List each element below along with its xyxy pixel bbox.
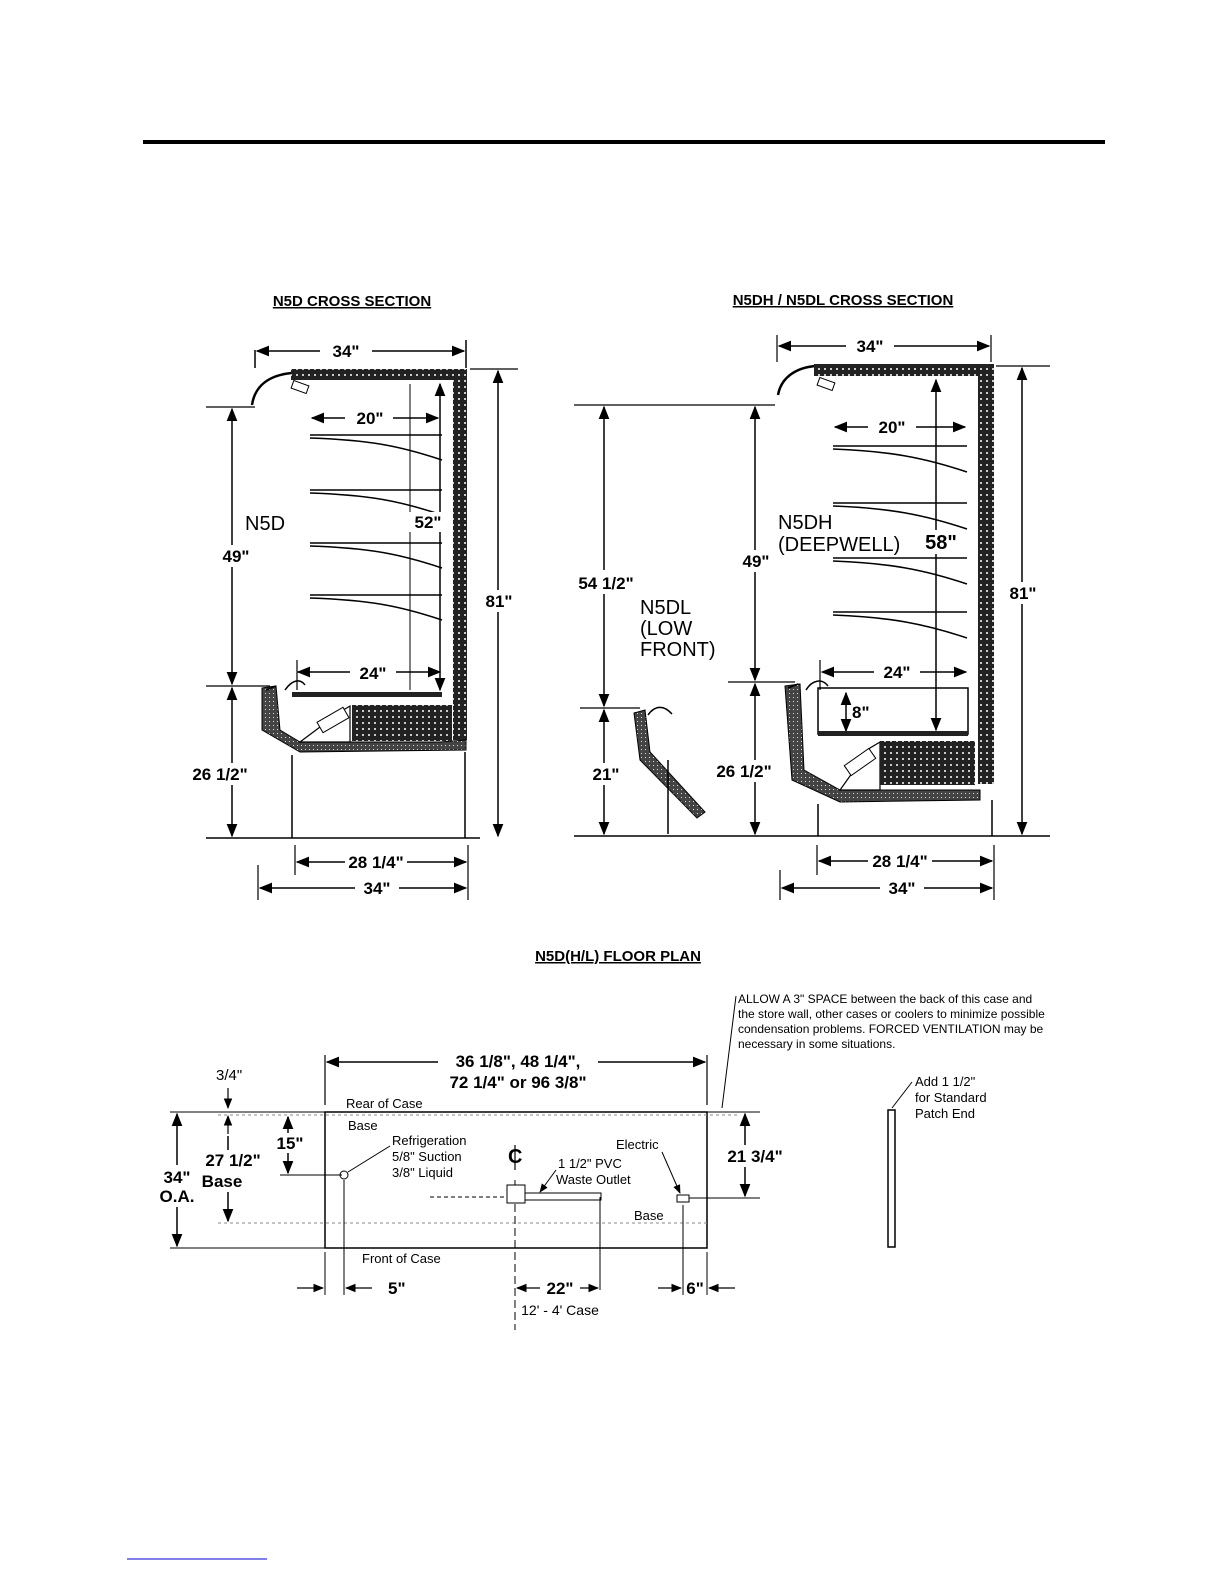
refrigeration-depth-label: 15" bbox=[277, 1134, 304, 1153]
n5d-height-above-base-label: 49" bbox=[223, 547, 250, 566]
waste-offset-note: 12' - 4' Case bbox=[521, 1302, 599, 1318]
pvc-label-1: 1 1/2" PVC bbox=[558, 1156, 622, 1171]
ventilation-note-line-1: ALLOW A 3" SPACE between the back of thi… bbox=[738, 992, 1032, 1006]
n5d-bottom-width-label: 34" bbox=[364, 879, 391, 898]
n5dh-lowfront-label-3: FRONT) bbox=[640, 639, 716, 661]
ventilation-note-line-3: condensation problems. FORCED VENTILATIO… bbox=[738, 1022, 1044, 1036]
ventilation-note-line-2: the store wall, other cases or coolers t… bbox=[738, 1007, 1045, 1021]
n5dh-lowfront-label-2: (LOW bbox=[640, 618, 692, 640]
n5dh-overall-height-label: 81" bbox=[1010, 584, 1037, 603]
rear-of-case-label: Rear of Case bbox=[346, 1096, 423, 1111]
electric-label: Electric bbox=[616, 1137, 659, 1152]
n5dh-shelf-depth-label: 20" bbox=[879, 418, 906, 437]
base-depth-label-1: 27 1/2" bbox=[205, 1151, 260, 1170]
n5dh-cross-section: N5DH / N5DL CROSS SECTION 34" 20" 58" N5… bbox=[574, 292, 1050, 900]
front-of-case-label: Front of Case bbox=[362, 1251, 441, 1266]
refrigeration-label-1: Refrigeration bbox=[392, 1133, 466, 1148]
note-leader bbox=[721, 995, 737, 1109]
ventilation-note-line-4: necessary in some situations. bbox=[738, 1037, 895, 1051]
n5dh-shelves bbox=[832, 445, 968, 639]
refrigeration-label-2: 5/8" Suction bbox=[392, 1149, 462, 1164]
case-length-label-1: 36 1/8", 48 1/4", bbox=[456, 1052, 581, 1071]
overall-depth-label-1: 34" bbox=[164, 1168, 191, 1187]
n5d-top-width-label: 34" bbox=[333, 342, 360, 361]
floor-plan-title: N5D(H/L) FLOOR PLAN bbox=[535, 948, 701, 965]
n5d-overall-height-label: 81" bbox=[486, 592, 513, 611]
rear-offset-label: 3/4" bbox=[216, 1067, 242, 1084]
n5dh-coil bbox=[880, 741, 975, 785]
n5d-title: N5D CROSS SECTION bbox=[273, 293, 431, 310]
floor-plan: N5D(H/L) FLOOR PLAN ALLOW A 3" SPACE bet… bbox=[158, 948, 1045, 1330]
n5dh-bottom-width-label: 34" bbox=[889, 879, 916, 898]
n5dh-well-depth-label: 24" bbox=[884, 663, 911, 682]
n5dh-lowfront-base-label: 21" bbox=[593, 765, 620, 784]
pvc-label-2: Waste Outlet bbox=[556, 1172, 631, 1187]
n5dh-back-wall bbox=[978, 364, 994, 784]
n5dh-canopy bbox=[814, 364, 994, 376]
refrigeration-offset-label: 5" bbox=[388, 1279, 406, 1298]
n5d-model-label: N5D bbox=[245, 513, 285, 535]
case-outline bbox=[324, 1111, 708, 1249]
n5d-front-bumper bbox=[261, 685, 467, 753]
n5d-canopy bbox=[291, 369, 466, 380]
refrigeration-label-3: 3/8" Liquid bbox=[392, 1165, 453, 1180]
n5dh-inner-height-label: 58" bbox=[925, 532, 957, 554]
n5dh-lowfront-label-1: N5DL bbox=[640, 597, 691, 619]
n5d-shelf-depth-label: 20" bbox=[357, 409, 384, 428]
n5d-cross-section: N5D CROSS SECTION 34" 20" 52" N5D bbox=[190, 293, 520, 900]
n5dh-well-drop-label: 8" bbox=[852, 703, 870, 722]
n5d-shelves bbox=[309, 434, 443, 621]
n5d-well-depth-label: 24" bbox=[360, 664, 387, 683]
base-label-top: Base bbox=[348, 1118, 378, 1133]
n5dh-top-width-label: 34" bbox=[857, 337, 884, 356]
n5dh-deepwell-label-2: (DEEPWELL) bbox=[778, 534, 900, 556]
n5dh-lowfront-height-label: 54 1/2" bbox=[578, 574, 633, 593]
case-length-label-2: 72 1/4" or 96 3/8" bbox=[449, 1073, 586, 1092]
n5dh-canopy-hood bbox=[776, 364, 816, 396]
n5d-canopy-hood bbox=[250, 371, 293, 406]
n5d-inner-height-label: 52" bbox=[415, 513, 442, 532]
n5d-coil bbox=[352, 705, 452, 741]
n5d-back-wall bbox=[453, 369, 467, 740]
header-rule bbox=[143, 140, 1105, 144]
n5dh-base-height-label: 26 1/2" bbox=[716, 762, 771, 781]
overall-depth-label-2: O.A. bbox=[160, 1187, 195, 1206]
n5dh-title: N5DH / N5DL CROSS SECTION bbox=[733, 292, 954, 309]
n5dl-low-front bbox=[633, 709, 706, 819]
patch-end bbox=[887, 1109, 896, 1248]
base-depth-label-2: Base bbox=[202, 1172, 243, 1191]
electric-offset-label: 6" bbox=[686, 1279, 704, 1298]
n5dh-height-above-base-label: 49" bbox=[743, 552, 770, 571]
n5dh-front-bumper bbox=[784, 683, 981, 803]
patch-end-label-1: Add 1 1/2" bbox=[915, 1074, 976, 1089]
waste-outlet bbox=[506, 1184, 526, 1204]
n5d-deck-pan bbox=[292, 692, 442, 697]
n5dh-deepwell-label-1: N5DH bbox=[778, 512, 832, 534]
base-label-bottom: Base bbox=[634, 1208, 664, 1223]
electric-depth-label: 21 3/4" bbox=[727, 1147, 782, 1166]
n5dh-deep-well bbox=[817, 687, 969, 735]
n5dh-foot-width-label: 28 1/4" bbox=[872, 852, 927, 871]
electric-box bbox=[676, 1194, 690, 1203]
patch-end-label-3: Patch End bbox=[915, 1106, 975, 1121]
patch-end-label-2: for Standard bbox=[915, 1090, 987, 1105]
n5d-base-height-label: 26 1/2" bbox=[192, 765, 247, 784]
waste-offset-label: 22" bbox=[547, 1279, 574, 1298]
n5d-foot-width-label: 28 1/4" bbox=[348, 853, 403, 872]
